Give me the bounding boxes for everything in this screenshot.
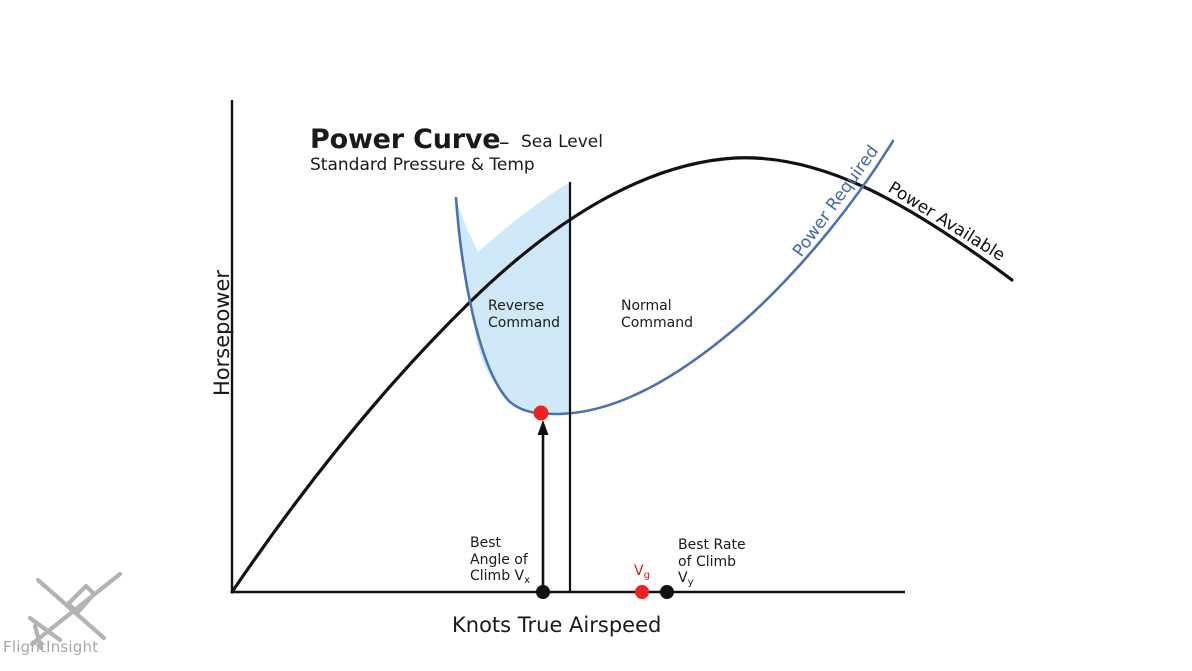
flightinsight-logo [27, 571, 123, 651]
min-power-point-marker [533, 405, 549, 421]
vg-marker [635, 585, 649, 599]
title-condition-standard: Standard Pressure & Temp [310, 155, 535, 175]
watermark-brand: FlightInsight [3, 638, 99, 656]
vx-marker [536, 585, 550, 599]
y-axis-label: Horsepower [210, 269, 234, 396]
vy-subscript: y [687, 576, 694, 588]
vg-text: V [634, 563, 644, 579]
best-angle-of-climb-label: Best Angle of Climb Vx [470, 535, 530, 587]
reverse-command-label: Reverse Command [488, 298, 560, 331]
vx-text: Best Angle of Climb V [470, 535, 528, 585]
power-required-curve [454, 139, 895, 416]
best-rate-of-climb-label: Best Rate of Climb Vy [678, 537, 746, 589]
vg-label: Vg [634, 563, 650, 582]
vg-subscript: g [643, 569, 650, 581]
title-condition-sea-level: Sea Level [521, 132, 603, 152]
airplane-icon [27, 571, 123, 651]
vx-subscript: x [524, 574, 531, 586]
vy-text: Best Rate of Climb V [678, 537, 746, 587]
page-title: Power Curve [310, 124, 501, 155]
vx-to-min-power-arrow-head [537, 420, 549, 435]
vy-marker [660, 585, 674, 599]
title-dash: – [499, 130, 510, 154]
x-axis-label: Knots True Airspeed [452, 613, 662, 637]
power-available-curve [230, 156, 1014, 594]
normal-command-label: Normal Command [621, 298, 693, 331]
